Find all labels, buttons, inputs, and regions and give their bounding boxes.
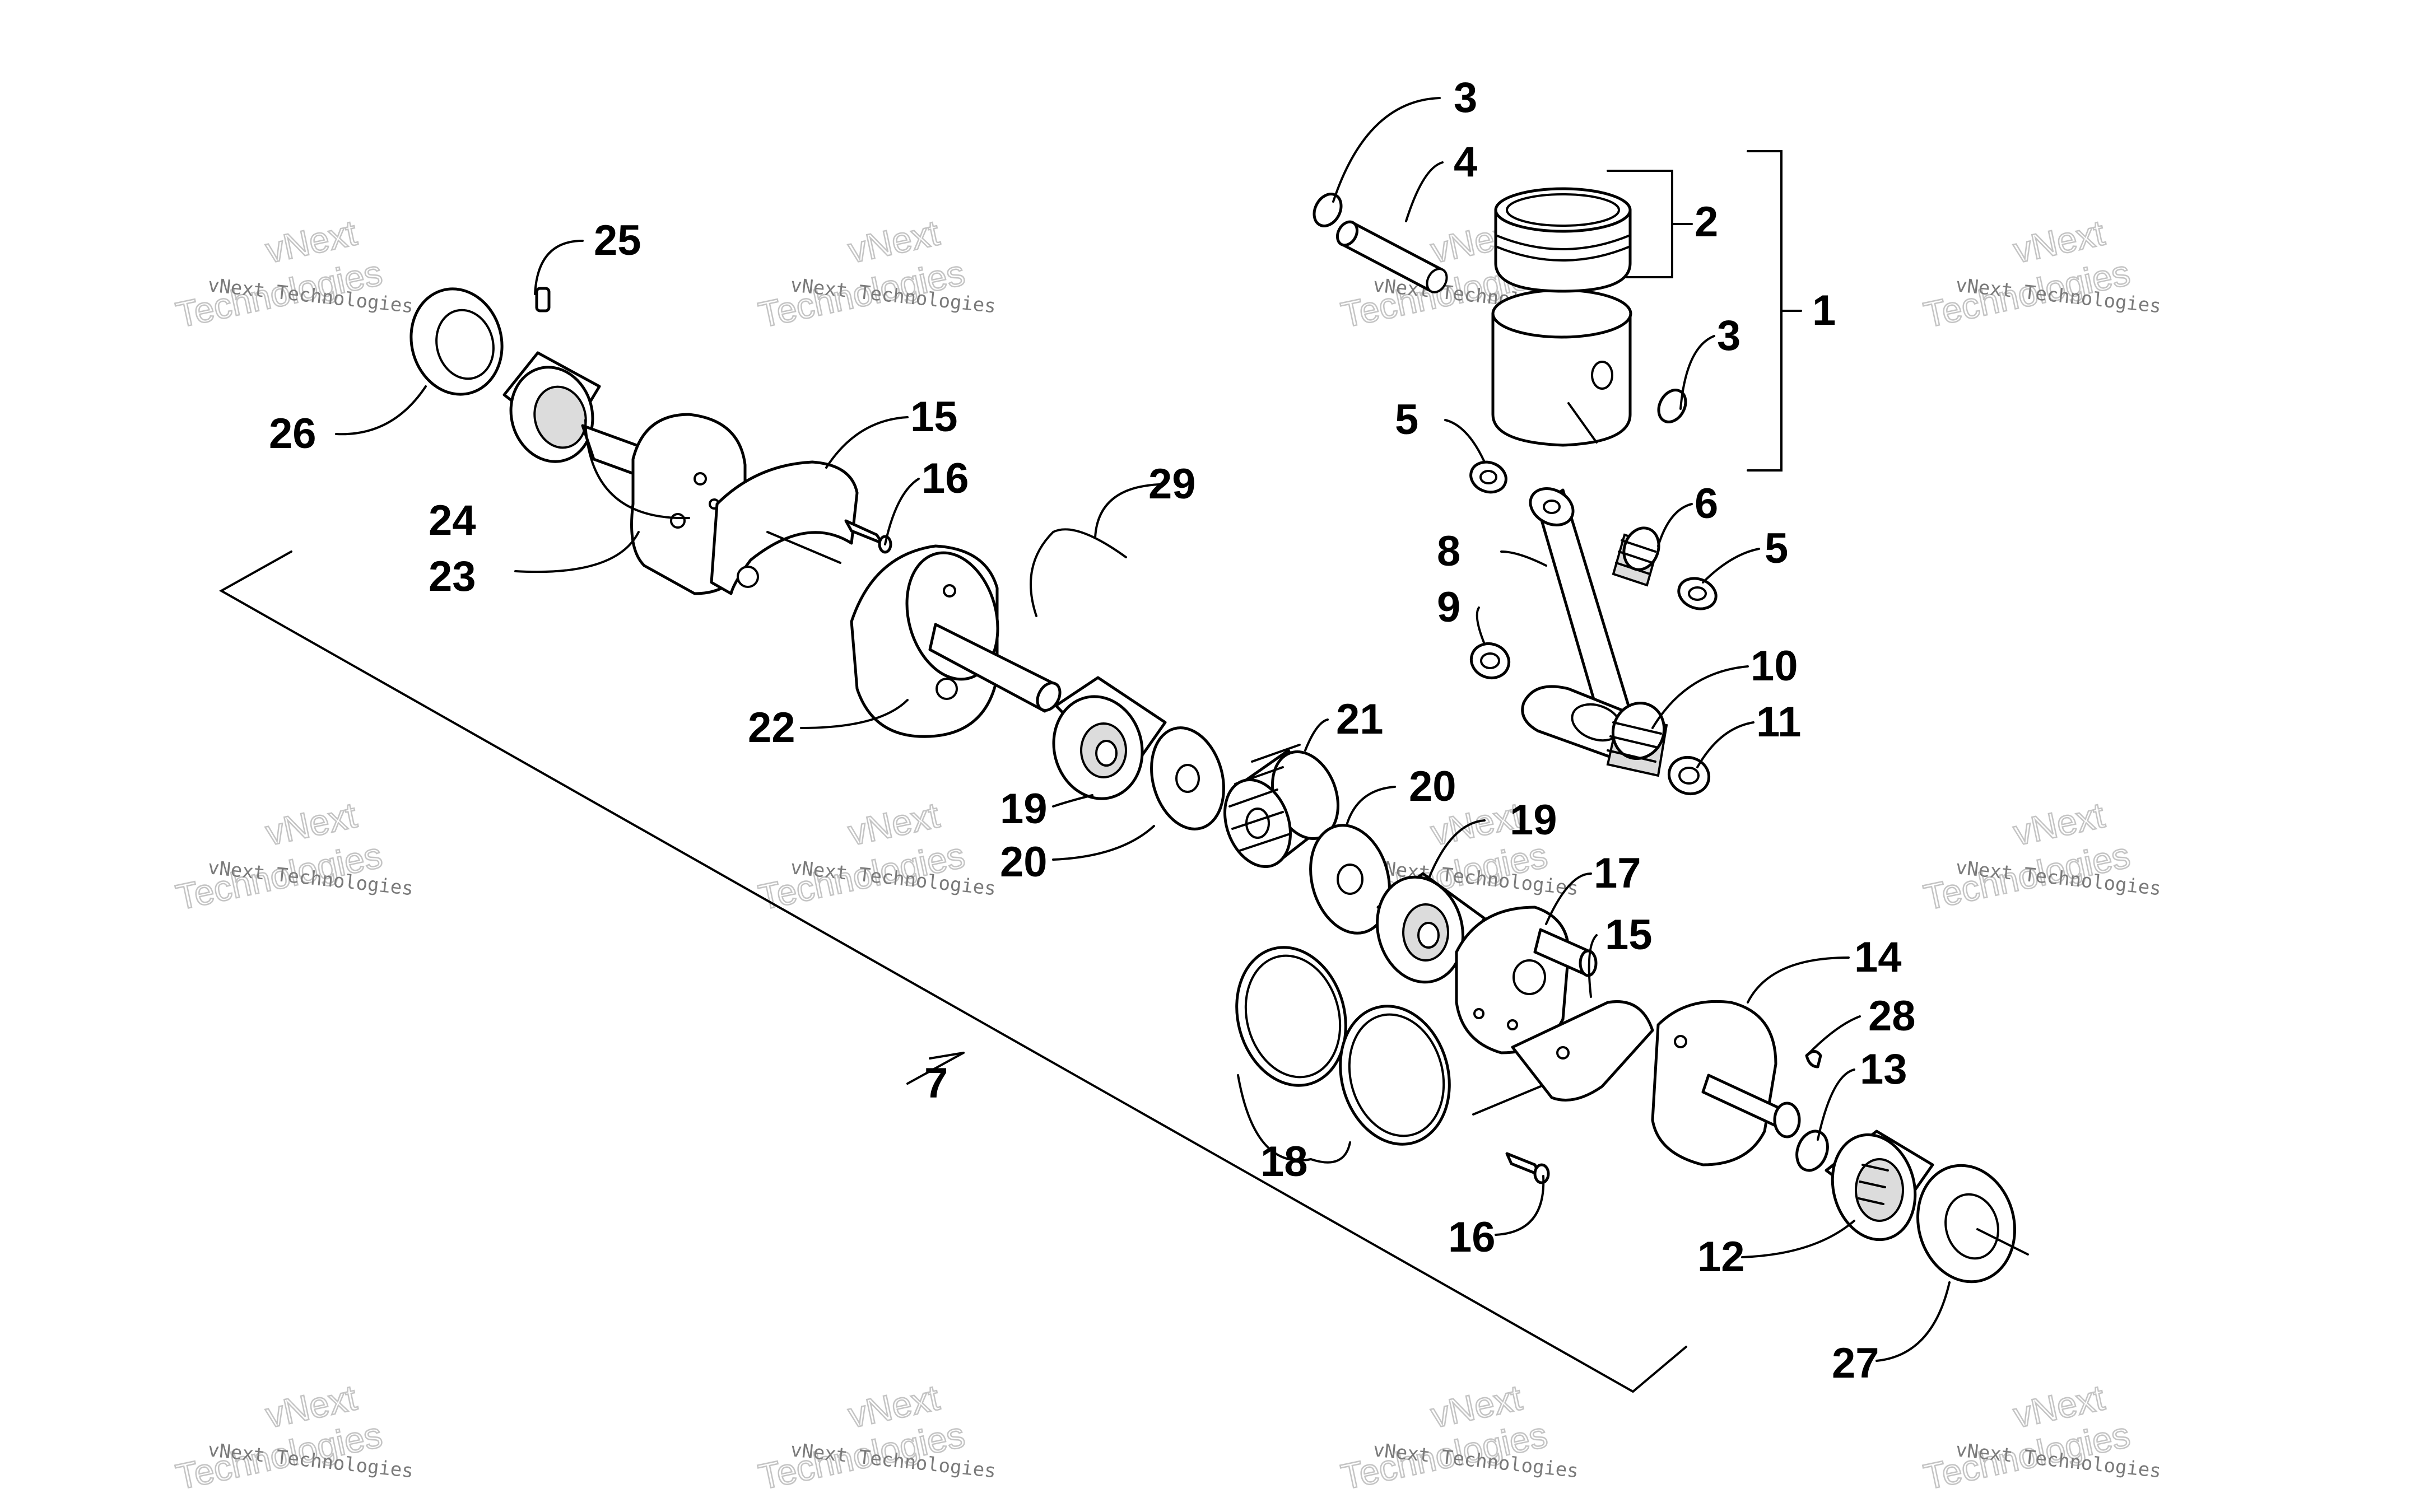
main-bearing-upper [1052, 676, 1167, 800]
watermark: vNext Technologies vNext Technologies [1920, 794, 2162, 918]
crank-screw-lower [1505, 1152, 1550, 1184]
callout-17: 17 [1594, 850, 1641, 897]
watermark: vNext Technologies vNext Technologies [172, 794, 415, 918]
callout-1: 1 [1812, 287, 1836, 334]
callout-4: 4 [1454, 138, 1477, 186]
small-end-washer-right [1677, 577, 1718, 610]
piston-assembly-bracket [1607, 150, 1802, 472]
axis-line-upper [766, 531, 841, 564]
callout-5-top: 5 [1395, 396, 1418, 444]
pin-circlip-left [1313, 193, 1343, 227]
leader-7 [906, 1052, 965, 1085]
main-bearing-lower [1375, 872, 1486, 984]
callout-15-top: 15 [910, 393, 958, 441]
callout-19-left: 19 [1000, 785, 1048, 833]
small-end-washer-top [1469, 460, 1507, 494]
thrust-washer-lower [1309, 824, 1391, 935]
thrust-washer-upper [1150, 726, 1225, 830]
callout-27: 27 [1832, 1340, 1879, 1387]
piston-pin [1335, 220, 1448, 293]
leader-lines [335, 97, 1951, 1362]
callout-28: 28 [1868, 992, 1916, 1040]
watermark: vNext Technologies vNext Technologies [1337, 1376, 1580, 1498]
locating-pin [535, 287, 551, 312]
callout-25: 25 [594, 217, 641, 264]
retaining-ring [1030, 528, 1127, 617]
callout-11: 11 [1756, 698, 1801, 746]
flywheel-counterweight-upper [710, 460, 859, 595]
watermark: vNext Technologies vNext Technologies [172, 212, 415, 336]
callout-21: 21 [1336, 696, 1384, 743]
callout-3-right: 3 [1717, 312, 1740, 360]
callout-2: 2 [1695, 198, 1718, 246]
callout-12: 12 [1697, 1233, 1745, 1281]
big-end-washer-right [1667, 756, 1711, 795]
callout-6: 6 [1695, 480, 1718, 528]
callout-20-left: 20 [1000, 838, 1048, 886]
pin-circlip-right [1657, 389, 1687, 423]
watermark: vNext Technologies vNext Technologies [755, 794, 997, 918]
watermark: vNext Technologies vNext Technologies [755, 1376, 997, 1498]
mag-side-seal [409, 287, 504, 396]
callout-5-right: 5 [1765, 525, 1788, 572]
piston [1491, 288, 1632, 447]
crank-gear [1223, 744, 1339, 868]
callout-16-top: 16 [922, 455, 969, 502]
oring-small [1795, 1130, 1829, 1172]
crankshaft-group-bracket [218, 550, 1687, 1393]
pto-side-bearing [1825, 1130, 1934, 1242]
woodruff-key [1805, 1050, 1822, 1068]
callout-16-lower: 16 [1448, 1214, 1496, 1261]
callout-15-lower: 15 [1605, 911, 1653, 959]
big-end-needle-bearing [1606, 702, 1668, 777]
callout-3-top: 3 [1454, 74, 1477, 122]
piston-rings [1494, 187, 1632, 293]
callout-20-right: 20 [1409, 763, 1456, 810]
callout-8: 8 [1437, 528, 1460, 575]
callout-9: 9 [1437, 584, 1460, 631]
seal-ring-right [1339, 1005, 1451, 1146]
callout-22: 22 [748, 704, 795, 752]
callout-23: 23 [429, 553, 476, 600]
watermark: vNext Technologies vNext Technologies [755, 212, 997, 336]
callout-14: 14 [1854, 934, 1902, 981]
pto-crank-half [1651, 1000, 1801, 1166]
seal-ring-left [1235, 946, 1347, 1087]
callout-19-right: 19 [1510, 796, 1557, 844]
callout-26: 26 [269, 410, 317, 458]
axis-line-lower [1976, 1228, 2029, 1256]
watermark: vNext Technologies vNext Technologies [1920, 212, 2162, 336]
callouts: 1 2 3 3 4 5 5 6 7 8 9 10 11 12 13 14 15 … [269, 74, 1916, 1387]
watermark: vNext Technologies vNext Technologies [1920, 1376, 2162, 1498]
watermark: vNext Technologies vNext Technologies [172, 1376, 415, 1498]
axis-line-mid [1472, 1085, 1542, 1116]
mag-side-bearing [502, 351, 601, 463]
callout-29: 29 [1148, 460, 1196, 508]
callout-7: 7 [924, 1060, 948, 1107]
small-end-needle-bearing [1612, 526, 1660, 587]
crank-wheel [850, 544, 1062, 738]
callout-13: 13 [1860, 1046, 1907, 1093]
pto-crank-wheel [1455, 906, 1598, 1054]
counterweight-plate-lower [1511, 1000, 1654, 1102]
callout-10: 10 [1751, 642, 1798, 690]
pto-side-seal [1916, 1164, 2016, 1284]
big-end-washer-left [1469, 642, 1511, 679]
callout-24: 24 [429, 497, 476, 544]
callout-18: 18 [1260, 1138, 1308, 1186]
watermarks: vNext Technologies vNext Technologies vN… [172, 212, 2162, 1498]
